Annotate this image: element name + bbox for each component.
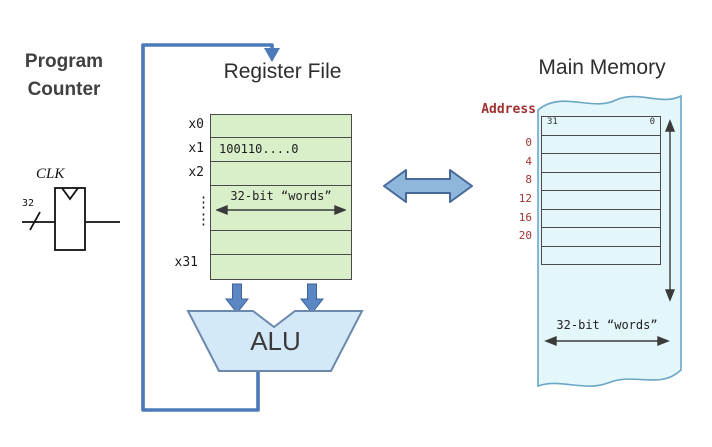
bit-0-label: 0 [649,117,655,127]
register-row [211,115,351,138]
register-label-x2: x2 [188,165,204,180]
word-size-arrow-icon [216,204,346,216]
memory-row [542,134,660,154]
memory-row [542,208,660,228]
register-ellipsis: ⋮ [196,194,211,211]
address-value: 12 [518,192,532,205]
register-label-x0: x0 [188,117,204,132]
register-label-x1: x1 [188,141,204,156]
memory-extent-arrow [664,119,676,302]
main-memory-title: Main Memory [538,56,666,79]
address-value: 20 [518,229,532,242]
register-file-table: 100110....0 32-bit “words” [210,114,352,280]
address-column-label: Address [481,102,536,117]
memory-row [542,153,660,172]
address-value: 4 [525,155,532,168]
memory-table: 31 0 [541,116,661,265]
register-label-x31: x31 [174,255,198,270]
memory-row [542,190,660,209]
register-word-cell: 32-bit “words” [211,186,351,231]
memory-transfer-arrow [383,169,473,203]
clk-label: CLK [36,166,65,182]
memory-bit-header: 31 0 [542,117,660,135]
memory-blob [537,94,682,388]
regfile-to-alu-arrow-left [224,283,250,314]
memory-word-size-arrow [544,335,670,347]
memory-row [542,171,660,191]
register-row [211,231,351,255]
pc-register-symbol [22,187,120,251]
address-value: 16 [518,211,532,224]
address-value: 0 [525,136,532,149]
memory-word-size-label: 32-bit “words” [556,318,658,332]
memory-row [542,227,660,246]
bus-width-label: 32 [22,198,35,209]
address-value: 8 [525,173,532,186]
regfile-to-alu-arrow-right [299,283,325,314]
bit-31-label: 31 [547,117,558,127]
writeback-loop-arrow [141,43,274,412]
writeback-arrowhead-icon [264,48,280,62]
register-row [211,255,351,279]
program-counter-label: Program Counter [24,51,104,100]
register-row [211,162,351,186]
register-ellipsis: ⋮ [196,211,211,228]
register-value-cell: 100110....0 [211,138,351,162]
alu-shape [186,310,364,372]
memory-row [542,245,660,265]
word-size-label: 32-bit “words” [230,189,332,203]
register-file-title: Register File [223,60,342,83]
alu-label: ALU [250,326,301,356]
